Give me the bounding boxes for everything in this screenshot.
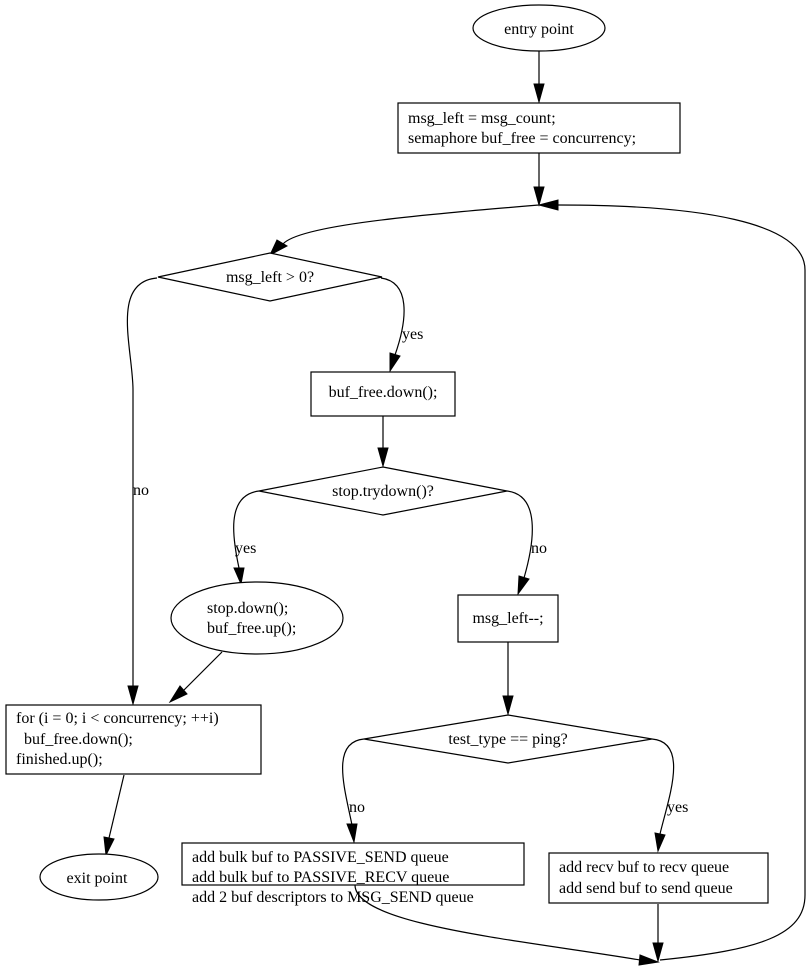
test-type-label: test_type == ping? xyxy=(448,731,567,748)
edge-arrowhead xyxy=(389,352,401,373)
edge-arrowhead xyxy=(377,447,389,468)
finish-loop-line-1: for (i = 0; i < concurrency; ++i) xyxy=(16,710,219,727)
init-node: msg_left = msg_count; semaphore buf_free… xyxy=(397,102,681,154)
edge-arrowhead xyxy=(233,567,245,586)
edge-arrowhead xyxy=(537,199,559,211)
stop-trydown-node: stop.trydown()? xyxy=(258,466,508,516)
edge-label-stop-yes: yes xyxy=(235,540,256,557)
edge-label-type-no: no xyxy=(349,799,365,816)
edge-stop-no xyxy=(506,490,533,579)
finish-loop-line-3: finished.up(); xyxy=(16,751,103,768)
finish-loop-node: for (i = 0; i < concurrency; ++i) buf_fr… xyxy=(5,704,262,775)
add-recv-line-1: add recv buf to recv queue xyxy=(559,859,729,876)
edge-stop-yes xyxy=(233,490,260,569)
finish-loop-line-2: buf_free.down(); xyxy=(16,731,133,748)
stop-trydown-label: stop.trydown()? xyxy=(332,483,434,500)
exit-point-node: exit point xyxy=(39,853,159,901)
edge-labels: yes no yes no no yes xyxy=(133,326,688,816)
entry-point-label: entry point xyxy=(504,21,574,38)
edge-arrowhead xyxy=(268,239,289,257)
edge-arrowhead xyxy=(533,83,545,104)
edge-loop-back xyxy=(557,204,806,961)
stop-down-line-2: buf_free.up(); xyxy=(207,620,296,637)
edge-label-check-no: no xyxy=(133,482,149,499)
add-recv-node: add recv buf to recv queue add send buf … xyxy=(548,852,769,904)
edge-arrowhead xyxy=(533,186,545,207)
edge-label-check-yes: yes xyxy=(402,326,423,343)
edge-label-type-yes: yes xyxy=(667,799,688,816)
edge-merge-to-check xyxy=(282,204,540,245)
edges xyxy=(103,51,806,966)
edge-check-yes xyxy=(380,277,405,356)
buf-free-down-node: buf_free.down(); xyxy=(310,371,456,417)
edge-addbulk-to-merge xyxy=(354,884,641,961)
add-bulk-node: add bulk buf to PASSIVE_SEND queue add b… xyxy=(181,842,525,906)
stop-down-node: stop.down(); buf_free.up(); xyxy=(170,581,344,655)
nodes: entry point msg_left = msg_count; semaph… xyxy=(5,4,769,906)
edge-arrowhead xyxy=(654,832,666,853)
init-line-2: semaphore buf_free = concurrency; xyxy=(408,130,636,147)
edge-arrowhead xyxy=(168,685,188,704)
msg-left-dec-label: msg_left--; xyxy=(472,610,543,627)
edge-finish-to-exit xyxy=(108,774,125,839)
buf-free-down-label: buf_free.down(); xyxy=(329,384,438,401)
check-msg-left-label: msg_left > 0? xyxy=(226,269,314,286)
add-bulk-line-1: add bulk buf to PASSIVE_SEND queue xyxy=(192,849,449,866)
stop-down-line-1: stop.down(); xyxy=(207,600,288,617)
msg-left-dec-node: msg_left--; xyxy=(457,594,559,643)
edge-check-no xyxy=(126,277,158,686)
edge-arrowhead xyxy=(502,695,514,716)
edge-type-no xyxy=(342,738,365,826)
test-type-node: test_type == ping? xyxy=(363,714,653,764)
add-bulk-line-2: add bulk buf to PASSIVE_RECV queue xyxy=(192,869,449,886)
exit-point-label: exit point xyxy=(67,870,128,887)
edge-arrowhead xyxy=(346,823,358,844)
edge-type-yes xyxy=(651,738,675,835)
add-bulk-line-3: add 2 buf descriptors to MSG_SEND queue xyxy=(192,889,474,906)
edge-arrowhead xyxy=(652,942,664,963)
edge-arrowhead xyxy=(103,836,115,857)
edge-arrowhead xyxy=(127,685,139,706)
init-line-1: msg_left = msg_count; xyxy=(408,110,556,127)
edge-arrowhead xyxy=(638,954,660,966)
entry-point-node: entry point xyxy=(472,4,606,52)
edge-label-stop-no: no xyxy=(531,540,547,557)
add-recv-line-2: add send buf to send queue xyxy=(559,880,733,897)
edge-stopdown-to-finish xyxy=(183,651,223,691)
edge-arrowhead xyxy=(517,575,530,596)
check-msg-left-node: msg_left > 0? xyxy=(157,252,383,302)
